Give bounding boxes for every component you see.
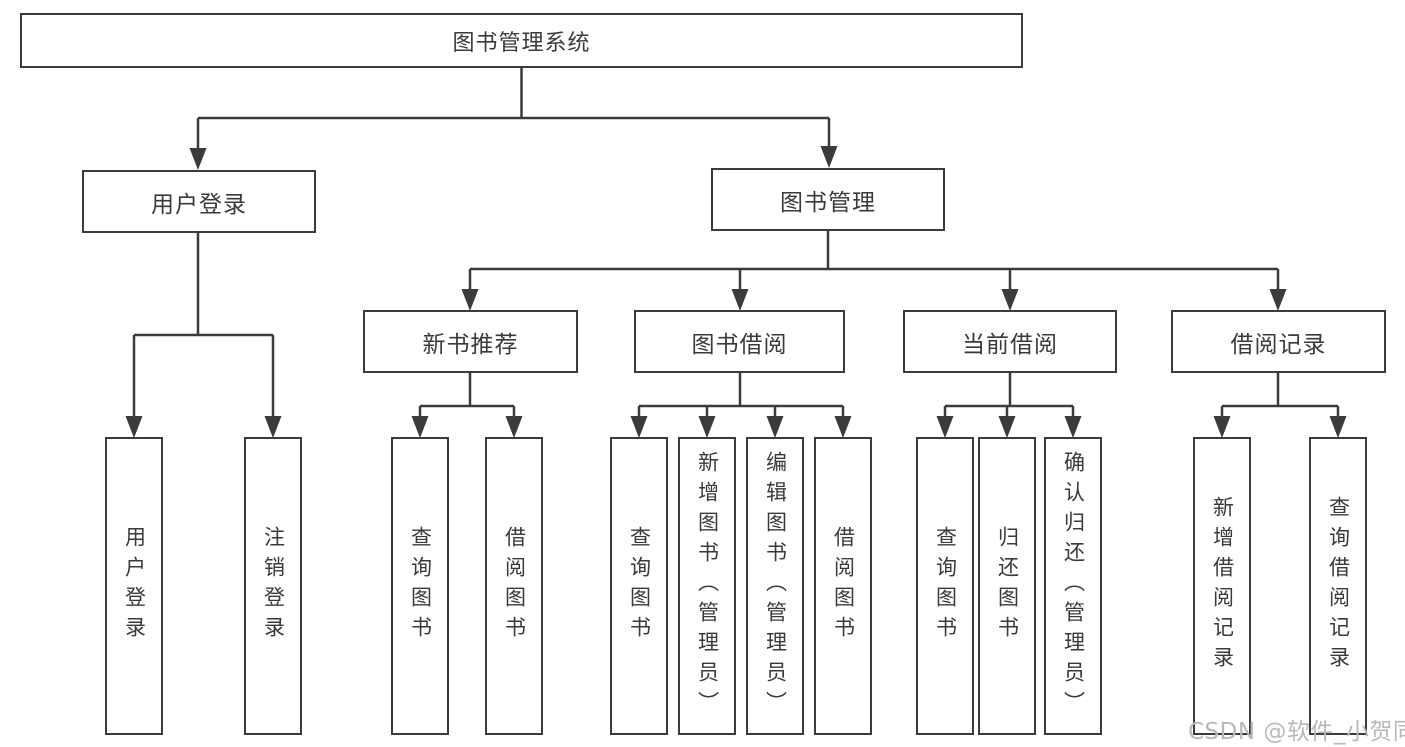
- csdn-watermark: CSDN @软件_小贺同学: [1188, 719, 1405, 745]
- leaf-nbr-borrow-books-label: 借阅图书: [502, 526, 527, 646]
- leaf-cb-query-books-label: 查询图书: [933, 526, 958, 646]
- leaf-br-add-record-label: 新增借阅记录: [1210, 496, 1235, 676]
- leaf-user-login: 用户登录: [105, 437, 163, 735]
- node-book-borrow-label: 图书借阅: [691, 331, 788, 358]
- leaf-bb-add-books-admin: 新增图书（管理员）: [678, 437, 736, 735]
- leaf-bb-borrow-books-label: 借阅图书: [831, 526, 856, 646]
- node-new-book-recommend: 新书推荐: [363, 310, 578, 373]
- node-book-management: 图书管理: [711, 168, 945, 231]
- node-current-borrow-label: 当前借阅: [962, 331, 1058, 358]
- node-root-label: 图书管理系统: [452, 30, 591, 56]
- connector-book-borrow-to-children: [630, 373, 852, 438]
- leaf-user-login-label: 用户登录: [122, 526, 147, 646]
- connector-current-borrow-to-children: [936, 373, 1082, 438]
- node-borrow-records: 借阅记录: [1171, 310, 1386, 373]
- leaf-bb-add-books-admin-label: 新增图书（管理员）: [695, 451, 720, 721]
- connector-new-book-recommend-to-children: [411, 373, 523, 438]
- connector-borrow-records-to-children: [1213, 373, 1347, 438]
- node-user-login: 用户登录: [82, 170, 316, 233]
- leaf-logout-login-label: 注销登录: [261, 526, 286, 646]
- leaf-cb-confirm-return-admin: 确认归还（管理员）: [1044, 437, 1102, 735]
- leaf-cb-query-books: 查询图书: [916, 437, 974, 735]
- leaf-bb-edit-books-admin-label: 编辑图书（管理员）: [763, 451, 788, 721]
- node-user-login-label: 用户登录: [151, 191, 247, 218]
- leaf-br-add-record: 新增借阅记录: [1193, 437, 1251, 735]
- node-root: 图书管理系统: [20, 13, 1023, 68]
- leaf-cb-return-books-label: 归还图书: [995, 526, 1020, 646]
- node-book-borrow: 图书借阅: [634, 310, 845, 373]
- connector-user-login-to-children: [125, 233, 282, 438]
- leaf-nbr-borrow-books: 借阅图书: [485, 437, 543, 735]
- leaf-bb-query-books-label: 查询图书: [627, 526, 652, 646]
- node-borrow-records-label: 借阅记录: [1230, 331, 1327, 358]
- leaf-nbr-query-books: 查询图书: [391, 437, 449, 735]
- connector-root-to-level2: [189, 68, 838, 170]
- leaf-cb-confirm-return-admin-label: 确认归还（管理员）: [1061, 451, 1086, 721]
- connector-book-management-to-level3: [461, 231, 1287, 311]
- node-new-book-recommend-label: 新书推荐: [422, 331, 519, 358]
- node-current-borrow: 当前借阅: [903, 310, 1117, 373]
- leaf-bb-edit-books-admin: 编辑图书（管理员）: [746, 437, 804, 735]
- node-book-management-label: 图书管理: [780, 189, 876, 216]
- leaf-br-query-record-label: 查询借阅记录: [1326, 496, 1351, 676]
- leaf-nbr-query-books-label: 查询图书: [408, 526, 433, 646]
- leaf-bb-borrow-books: 借阅图书: [814, 437, 872, 735]
- leaf-br-query-record: 查询借阅记录: [1309, 437, 1367, 735]
- leaf-bb-query-books: 查询图书: [610, 437, 668, 735]
- leaf-cb-return-books: 归还图书: [978, 437, 1036, 735]
- leaf-logout-login: 注销登录: [244, 437, 302, 735]
